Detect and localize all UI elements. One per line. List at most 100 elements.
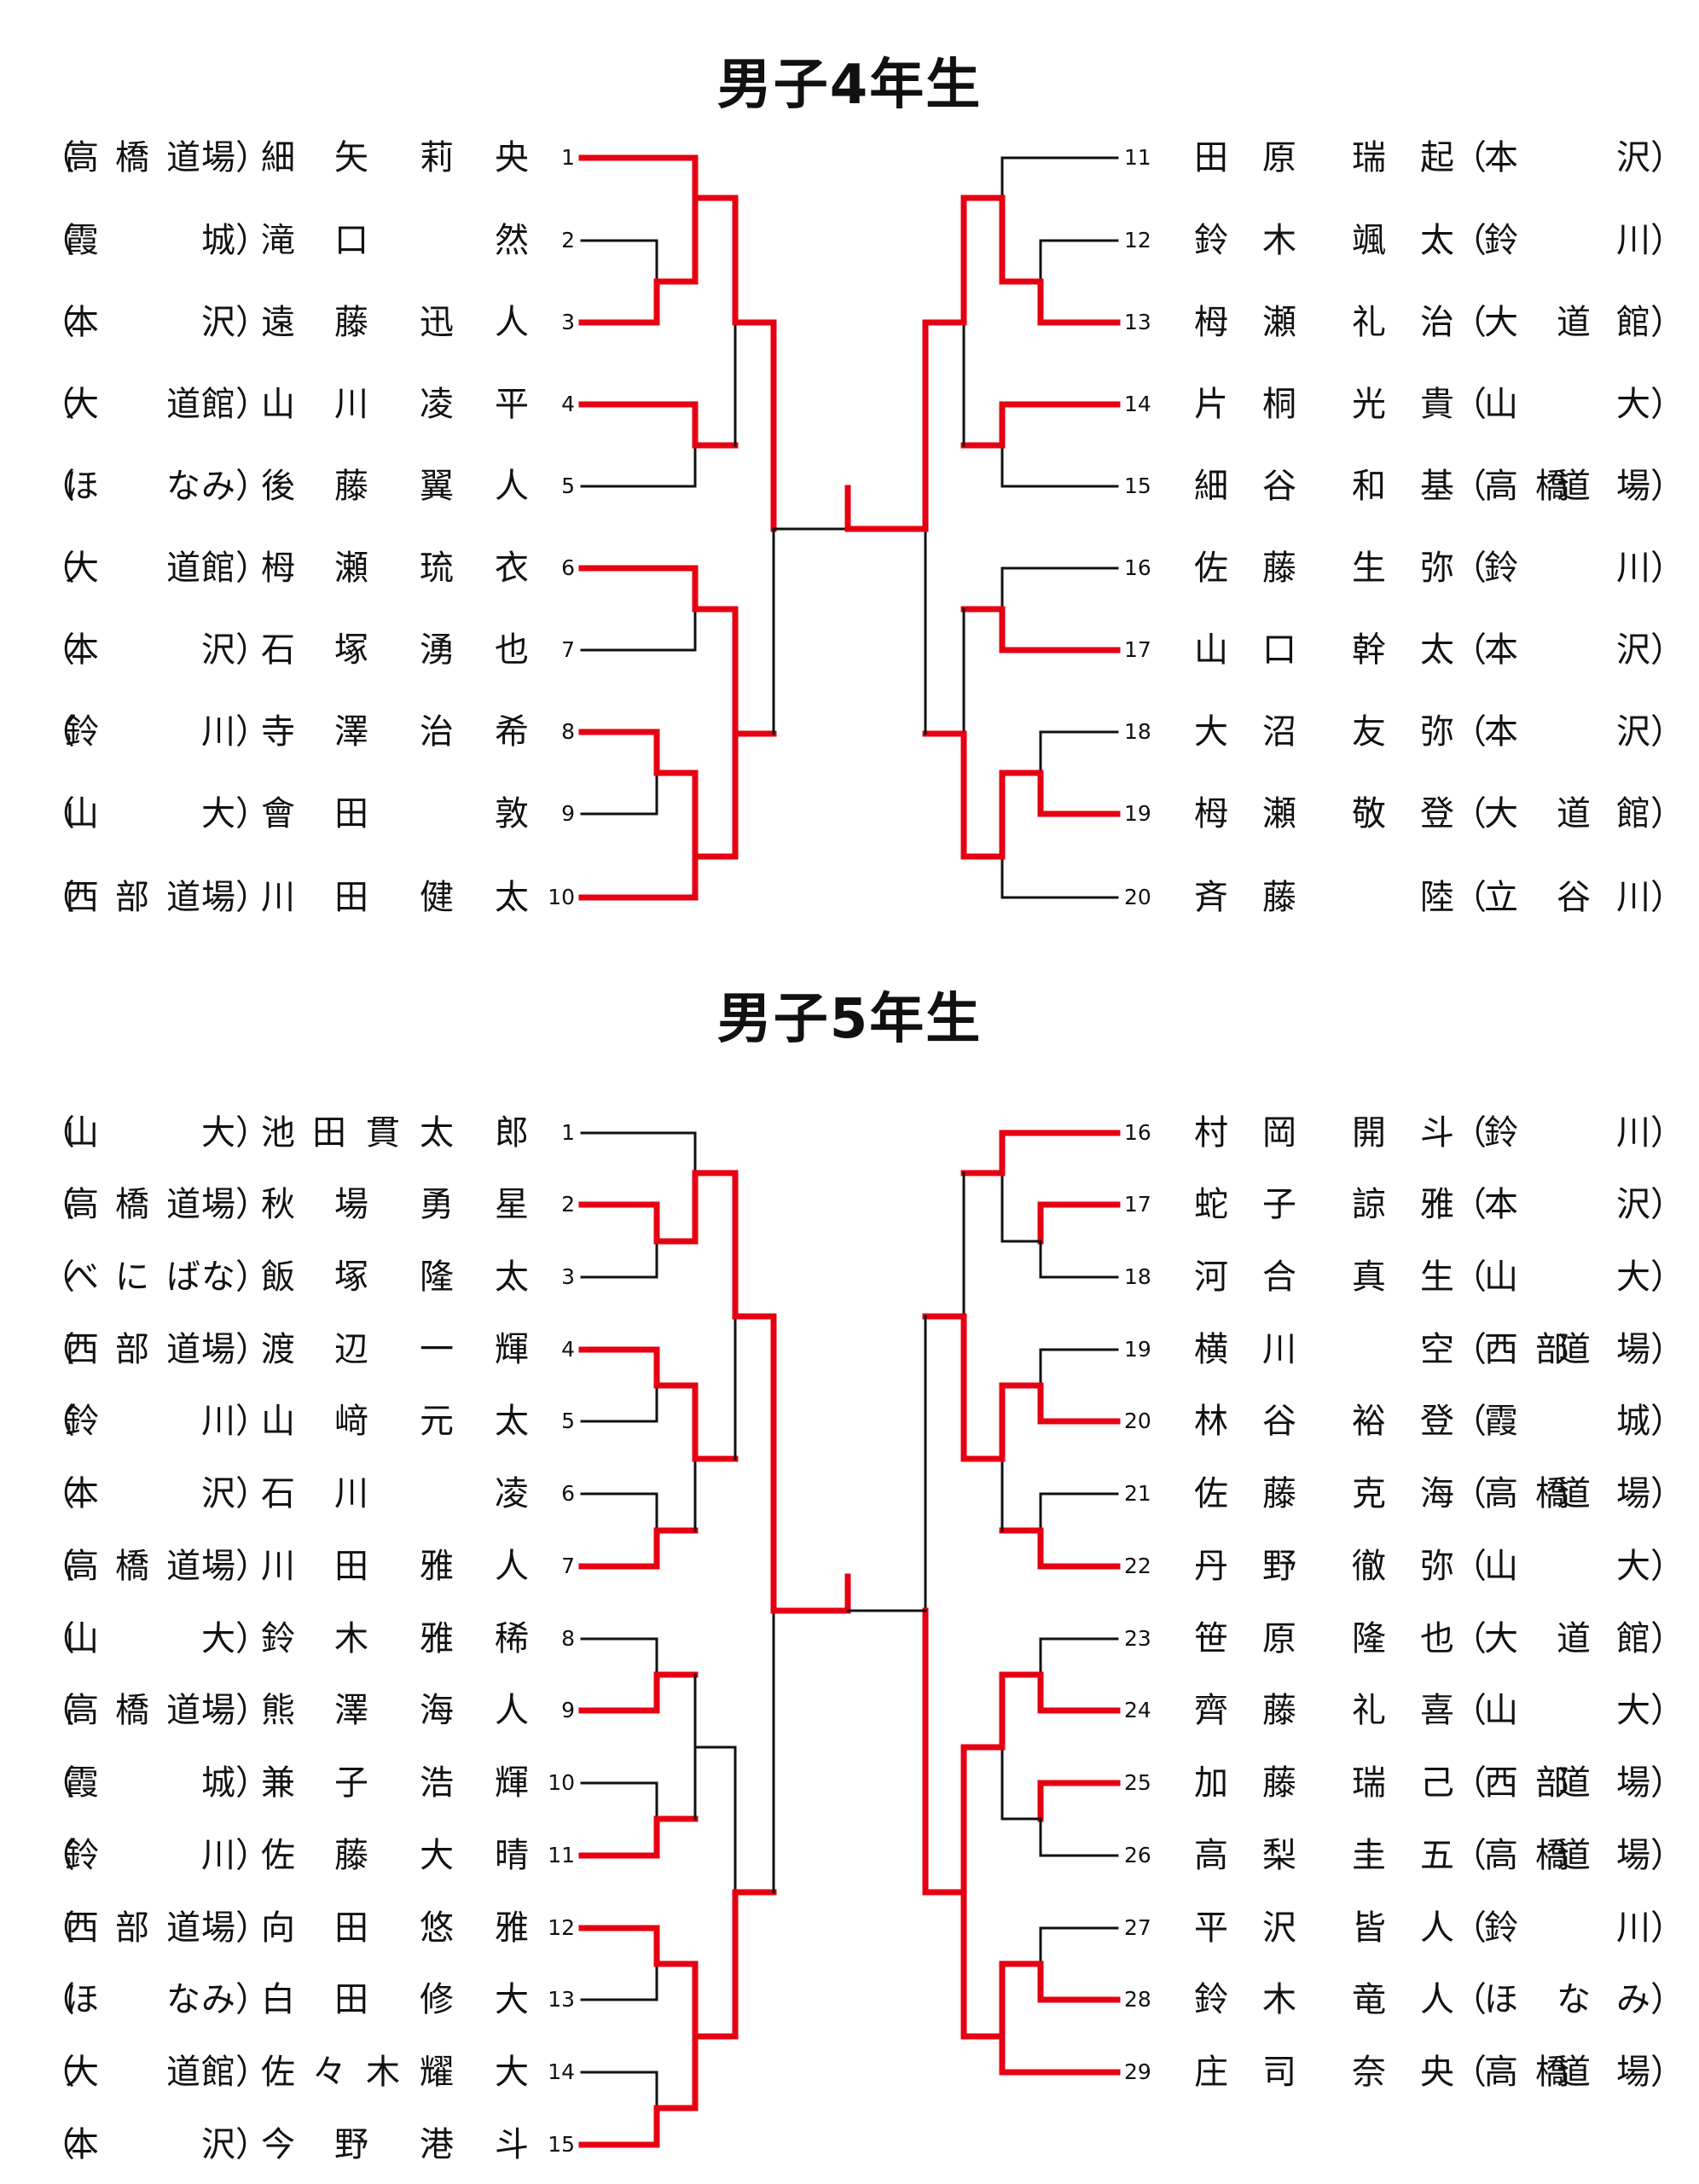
club-char: 場	[1616, 1763, 1650, 1803]
player-name-char: 木	[1262, 1980, 1296, 2019]
player-name-char: 木	[334, 1619, 368, 1658]
seed-number: 24	[1124, 1698, 1151, 1722]
paren-open: （	[41, 1402, 75, 1441]
player-name-char: 元	[420, 1402, 454, 1441]
paren-open: （	[1453, 1691, 1487, 1730]
player-name-char: 佐	[261, 2053, 295, 2092]
paren-open: （	[41, 2053, 75, 2092]
player-name-char: 諒	[1352, 1185, 1386, 1224]
player-name-char: 隆	[420, 1258, 454, 1297]
club-char: 山	[65, 1113, 99, 1153]
club-char: 沢	[1616, 712, 1650, 752]
paren-close: ）	[235, 1113, 270, 1153]
player-name-char: 人	[495, 467, 529, 506]
paren-open: （	[1453, 1330, 1487, 1369]
paren-close: ）	[1650, 1836, 1685, 1875]
paren-close: ）	[1650, 1763, 1685, 1803]
club-char: 大	[201, 1619, 235, 1658]
player-name-char: 登	[1420, 1402, 1454, 1441]
player-name-char: 瀬	[1262, 303, 1296, 342]
player-name-char: 滝	[261, 221, 295, 260]
seed-number: 18	[1124, 1264, 1151, 1289]
paren-open: （	[1453, 630, 1487, 670]
player-name-char: 大	[495, 2053, 529, 2092]
club-char: 本	[1484, 138, 1518, 177]
paren-open: （	[41, 1474, 75, 1513]
paren-close: ）	[1650, 1619, 1685, 1658]
player-name-char: 飯	[261, 1258, 295, 1297]
club-char: 橋	[115, 1547, 149, 1586]
player-name-char: 後	[261, 467, 295, 506]
player-name-char: 竜	[1352, 1980, 1386, 2019]
seed-number: 29	[1124, 2059, 1151, 2084]
player-name-char: 太	[495, 878, 529, 917]
player-name-char: 人	[1420, 1980, 1454, 2019]
club-char: べ	[65, 1258, 99, 1297]
club-char: 道	[1557, 794, 1591, 834]
player-name-char: 細	[1194, 467, 1228, 506]
seed-number: 18	[1124, 719, 1151, 744]
seed-number: 5	[561, 1409, 575, 1433]
player-name-char: 笹	[1194, 1619, 1228, 1658]
club-char: 橋	[1535, 1474, 1569, 1513]
bracket-lines	[578, 154, 1121, 901]
player-name-char: 子	[1262, 1185, 1296, 1224]
player-name-char: 隆	[1352, 1619, 1386, 1658]
player-name-char: 海	[1420, 1474, 1454, 1513]
bracket-title: 男子4年生	[716, 54, 983, 117]
paren-close: ）	[235, 712, 270, 752]
paren-close: ）	[235, 630, 270, 670]
seed-number: 11	[1124, 145, 1151, 170]
player-name-char: 今	[261, 2125, 295, 2164]
paren-open: （	[1453, 712, 1487, 752]
player-name-char: 貴	[1420, 385, 1454, 424]
player-name-char: 央	[495, 138, 529, 177]
club-char: ほ	[65, 1980, 99, 2019]
player-name-char: 藤	[1262, 549, 1296, 588]
player-name-char: 佐	[261, 1836, 295, 1875]
player-name-char: 田	[334, 1908, 368, 1948]
paren-close: ）	[235, 303, 270, 342]
club-char: 場	[1616, 2053, 1650, 2092]
player-name-char: 野	[334, 2125, 368, 2164]
player-name-char: 太	[420, 1113, 454, 1153]
player-name-char: 田	[312, 1113, 346, 1153]
club-char: な	[1557, 1980, 1591, 2019]
seed-number: 11	[548, 1843, 575, 1867]
player-name-char: 鈴	[1194, 1980, 1228, 2019]
seed-number: 9	[561, 1698, 575, 1722]
player-name-char: 斉	[1194, 878, 1228, 917]
seed-number: 14	[1124, 392, 1151, 416]
player-name-char: 圭	[1352, 1836, 1386, 1875]
paren-open: （	[41, 1980, 75, 2019]
club-char: 西	[65, 1330, 99, 1369]
player-name-char: 蛇	[1194, 1185, 1228, 1224]
player-name-char: 治	[420, 712, 454, 752]
player-name-char: 野	[1262, 1547, 1296, 1586]
paren-close: ）	[235, 1836, 270, 1875]
club-char: 本	[1484, 1185, 1518, 1224]
player-name-char: 央	[1420, 2053, 1454, 2092]
club-char: 道	[166, 2053, 200, 2092]
paren-open: （	[1453, 878, 1487, 917]
player-name-char: 岡	[1262, 1113, 1296, 1153]
player-name-char: 瑞	[1352, 1763, 1386, 1803]
seed-number: 8	[561, 719, 575, 744]
paren-open: （	[1453, 2053, 1487, 2092]
club-char: 高	[65, 1185, 99, 1224]
seed-number: 6	[561, 1481, 575, 1506]
club-char: 橋	[115, 1185, 149, 1224]
player-name-char: 太	[1420, 221, 1454, 260]
paren-close: ）	[1650, 1474, 1685, 1513]
club-char: 霞	[65, 221, 99, 260]
player-name-char: 々	[312, 2053, 346, 2092]
paren-open: （	[41, 794, 75, 834]
paren-open: （	[1453, 1185, 1487, 1224]
club-char: 霞	[1484, 1402, 1518, 1441]
club-char: 城	[201, 1763, 235, 1803]
player-name-char: 敦	[495, 794, 529, 834]
player-name-char: 也	[1420, 1619, 1454, 1658]
player-name-char: 弥	[1420, 712, 1454, 752]
club-char: 沢	[201, 630, 235, 670]
seed-number: 26	[1124, 1843, 1151, 1867]
